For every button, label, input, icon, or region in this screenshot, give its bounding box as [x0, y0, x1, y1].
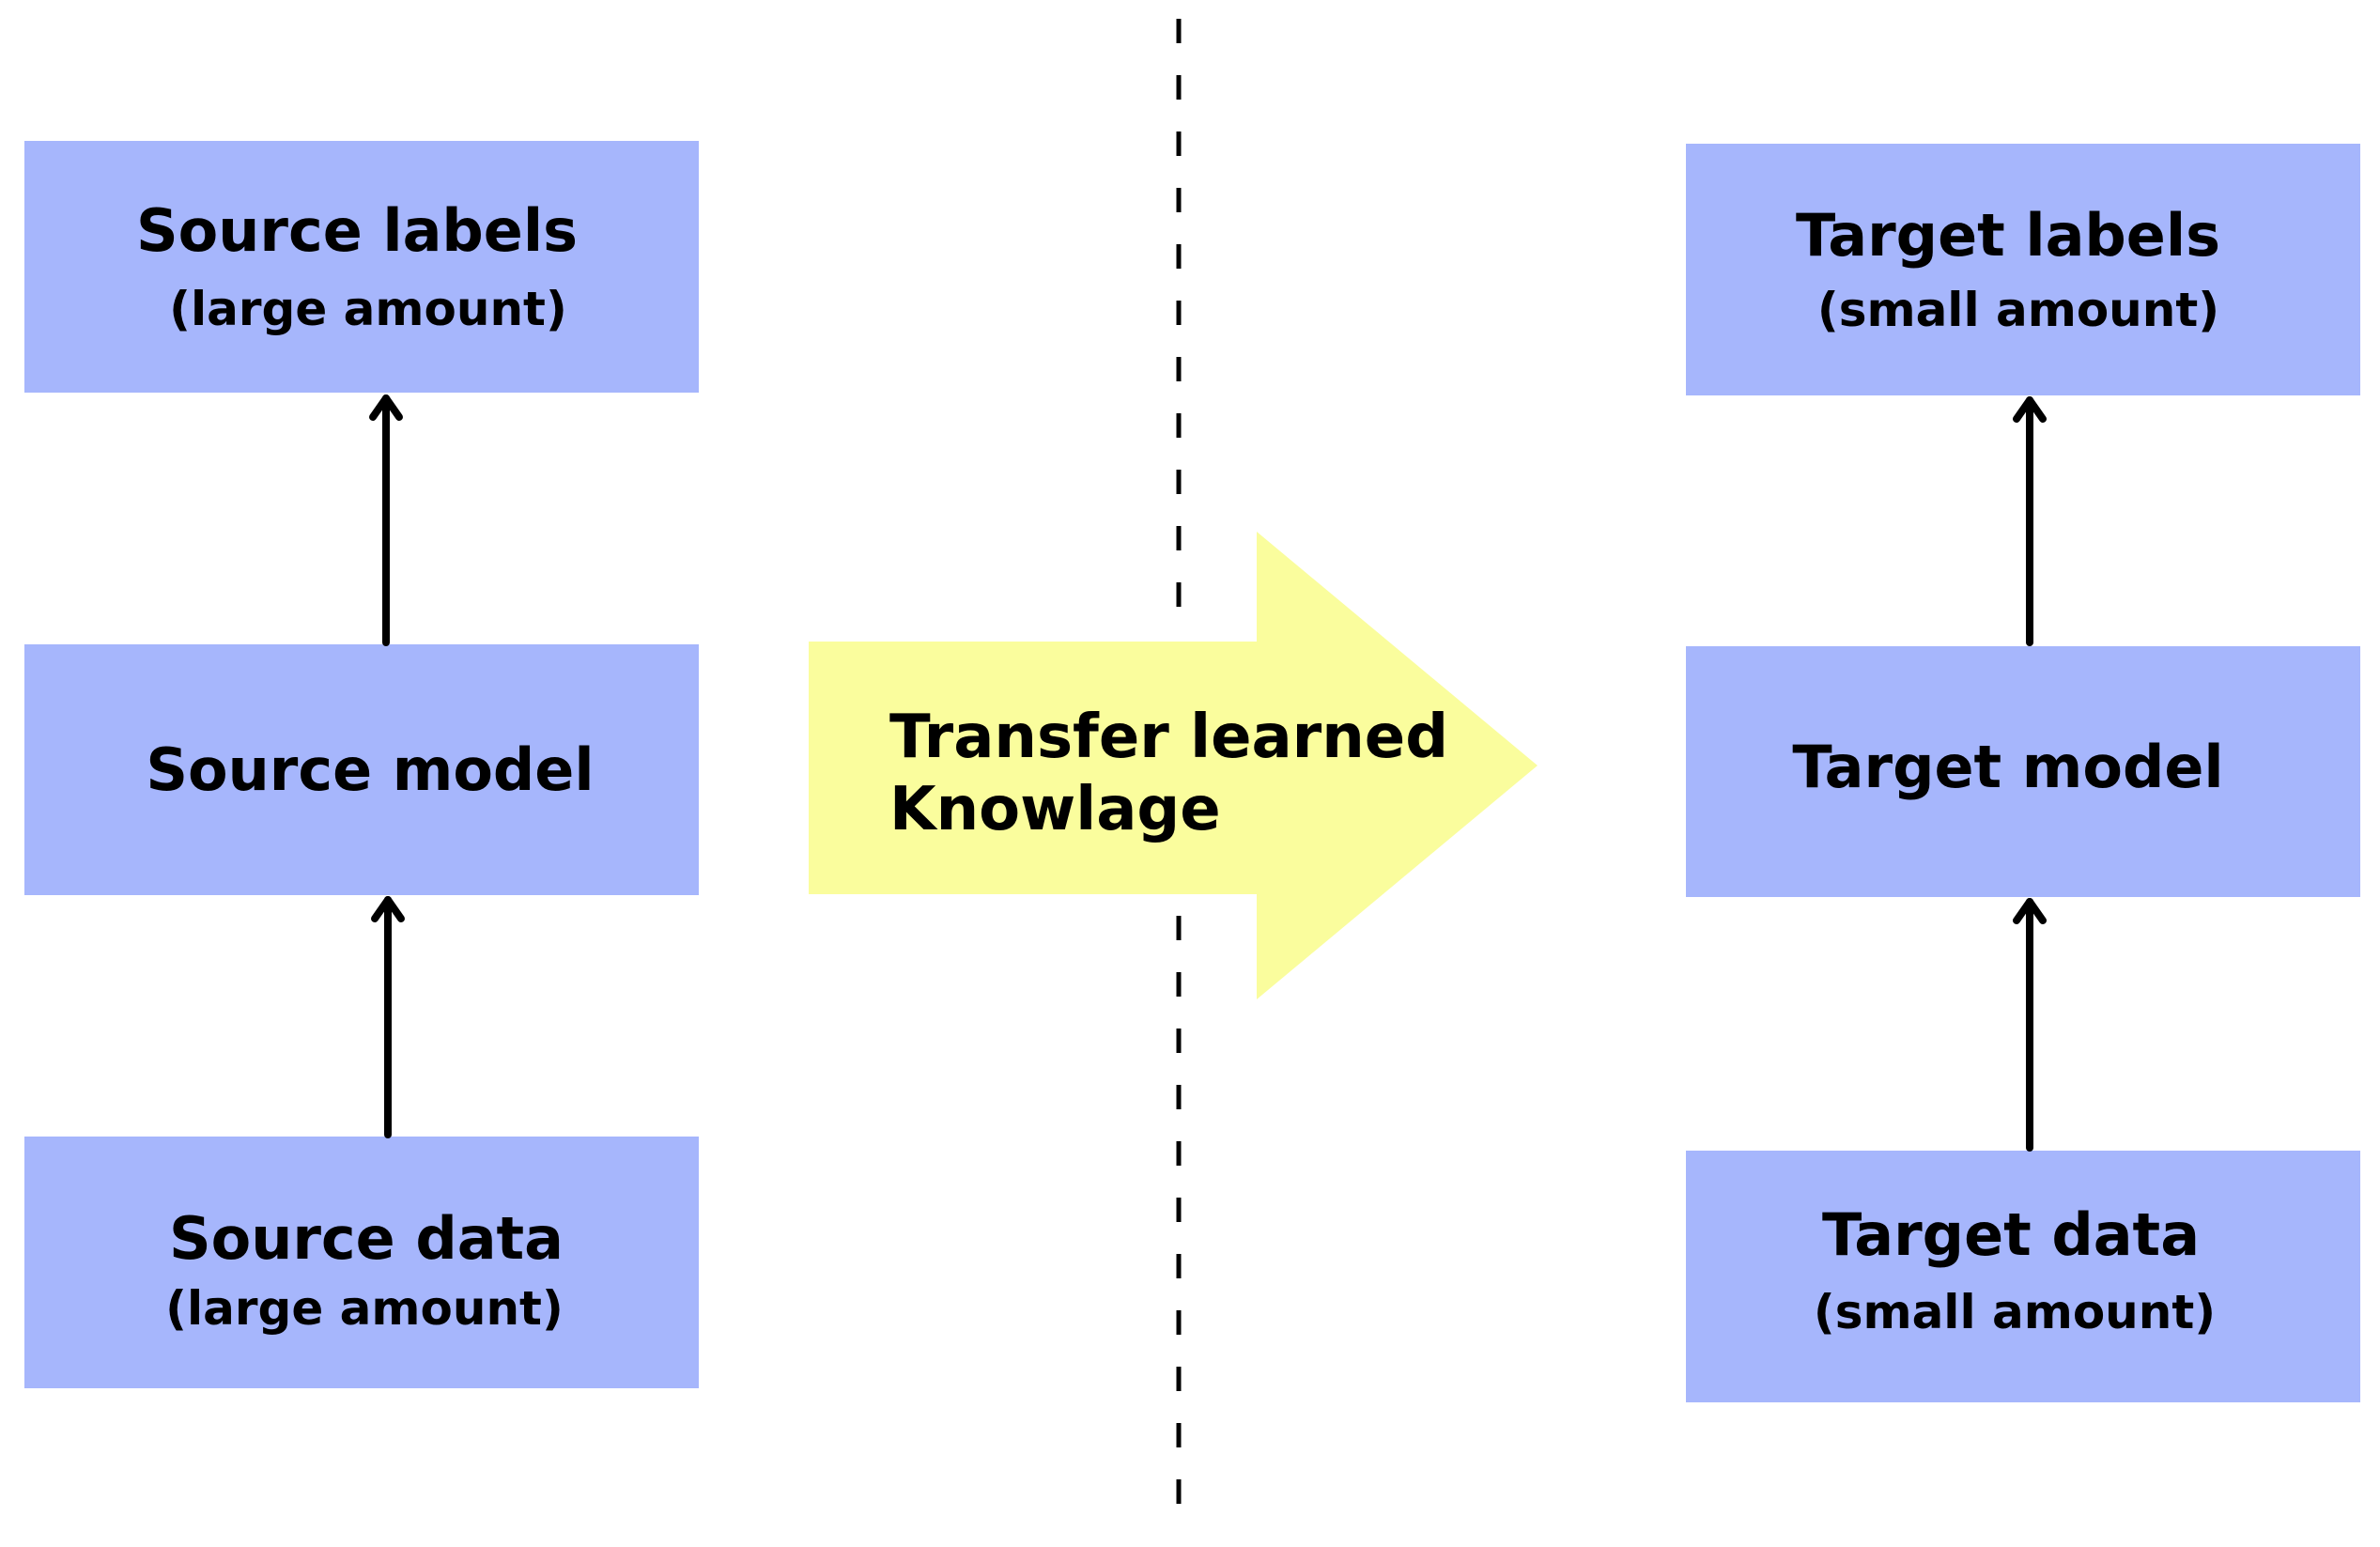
- source-model-box: Source model: [24, 644, 699, 895]
- transfer-text-line1: Transfer learned: [889, 703, 1448, 772]
- target-labels-box: Target labels (small amount): [1686, 144, 2360, 395]
- target-data-title: Target data: [1822, 1200, 2200, 1269]
- arrow-source-data-to-model: [371, 896, 405, 1138]
- target-model-title: Target model: [1792, 733, 2223, 801]
- arrow-source-model-to-labels: [369, 394, 403, 646]
- source-data-subtitle: (large amount): [165, 1281, 564, 1336]
- source-data-title: Source data: [169, 1204, 564, 1273]
- target-labels-subtitle: (small amount): [1817, 283, 2219, 337]
- source-data-box: Source data (large amount): [24, 1137, 699, 1388]
- target-model-box: Target model: [1686, 646, 2360, 897]
- source-model-title: Source model: [146, 735, 594, 804]
- arrow-target-data-to-model: [2013, 898, 2047, 1152]
- source-labels-subtitle: (large amount): [169, 282, 567, 336]
- source-labels-box: Source labels (large amount): [24, 141, 699, 393]
- transfer-arrow: Transfer learned Knowlage: [809, 532, 1538, 999]
- transfer-text-line2: Knowlage: [889, 775, 1221, 844]
- target-labels-title: Target labels: [1796, 201, 2220, 270]
- target-data-subtitle: (small amount): [1814, 1285, 2216, 1339]
- source-labels-title: Source labels: [136, 196, 578, 265]
- target-data-box: Target data (small amount): [1686, 1151, 2360, 1402]
- arrow-target-model-to-labels: [2013, 396, 2047, 646]
